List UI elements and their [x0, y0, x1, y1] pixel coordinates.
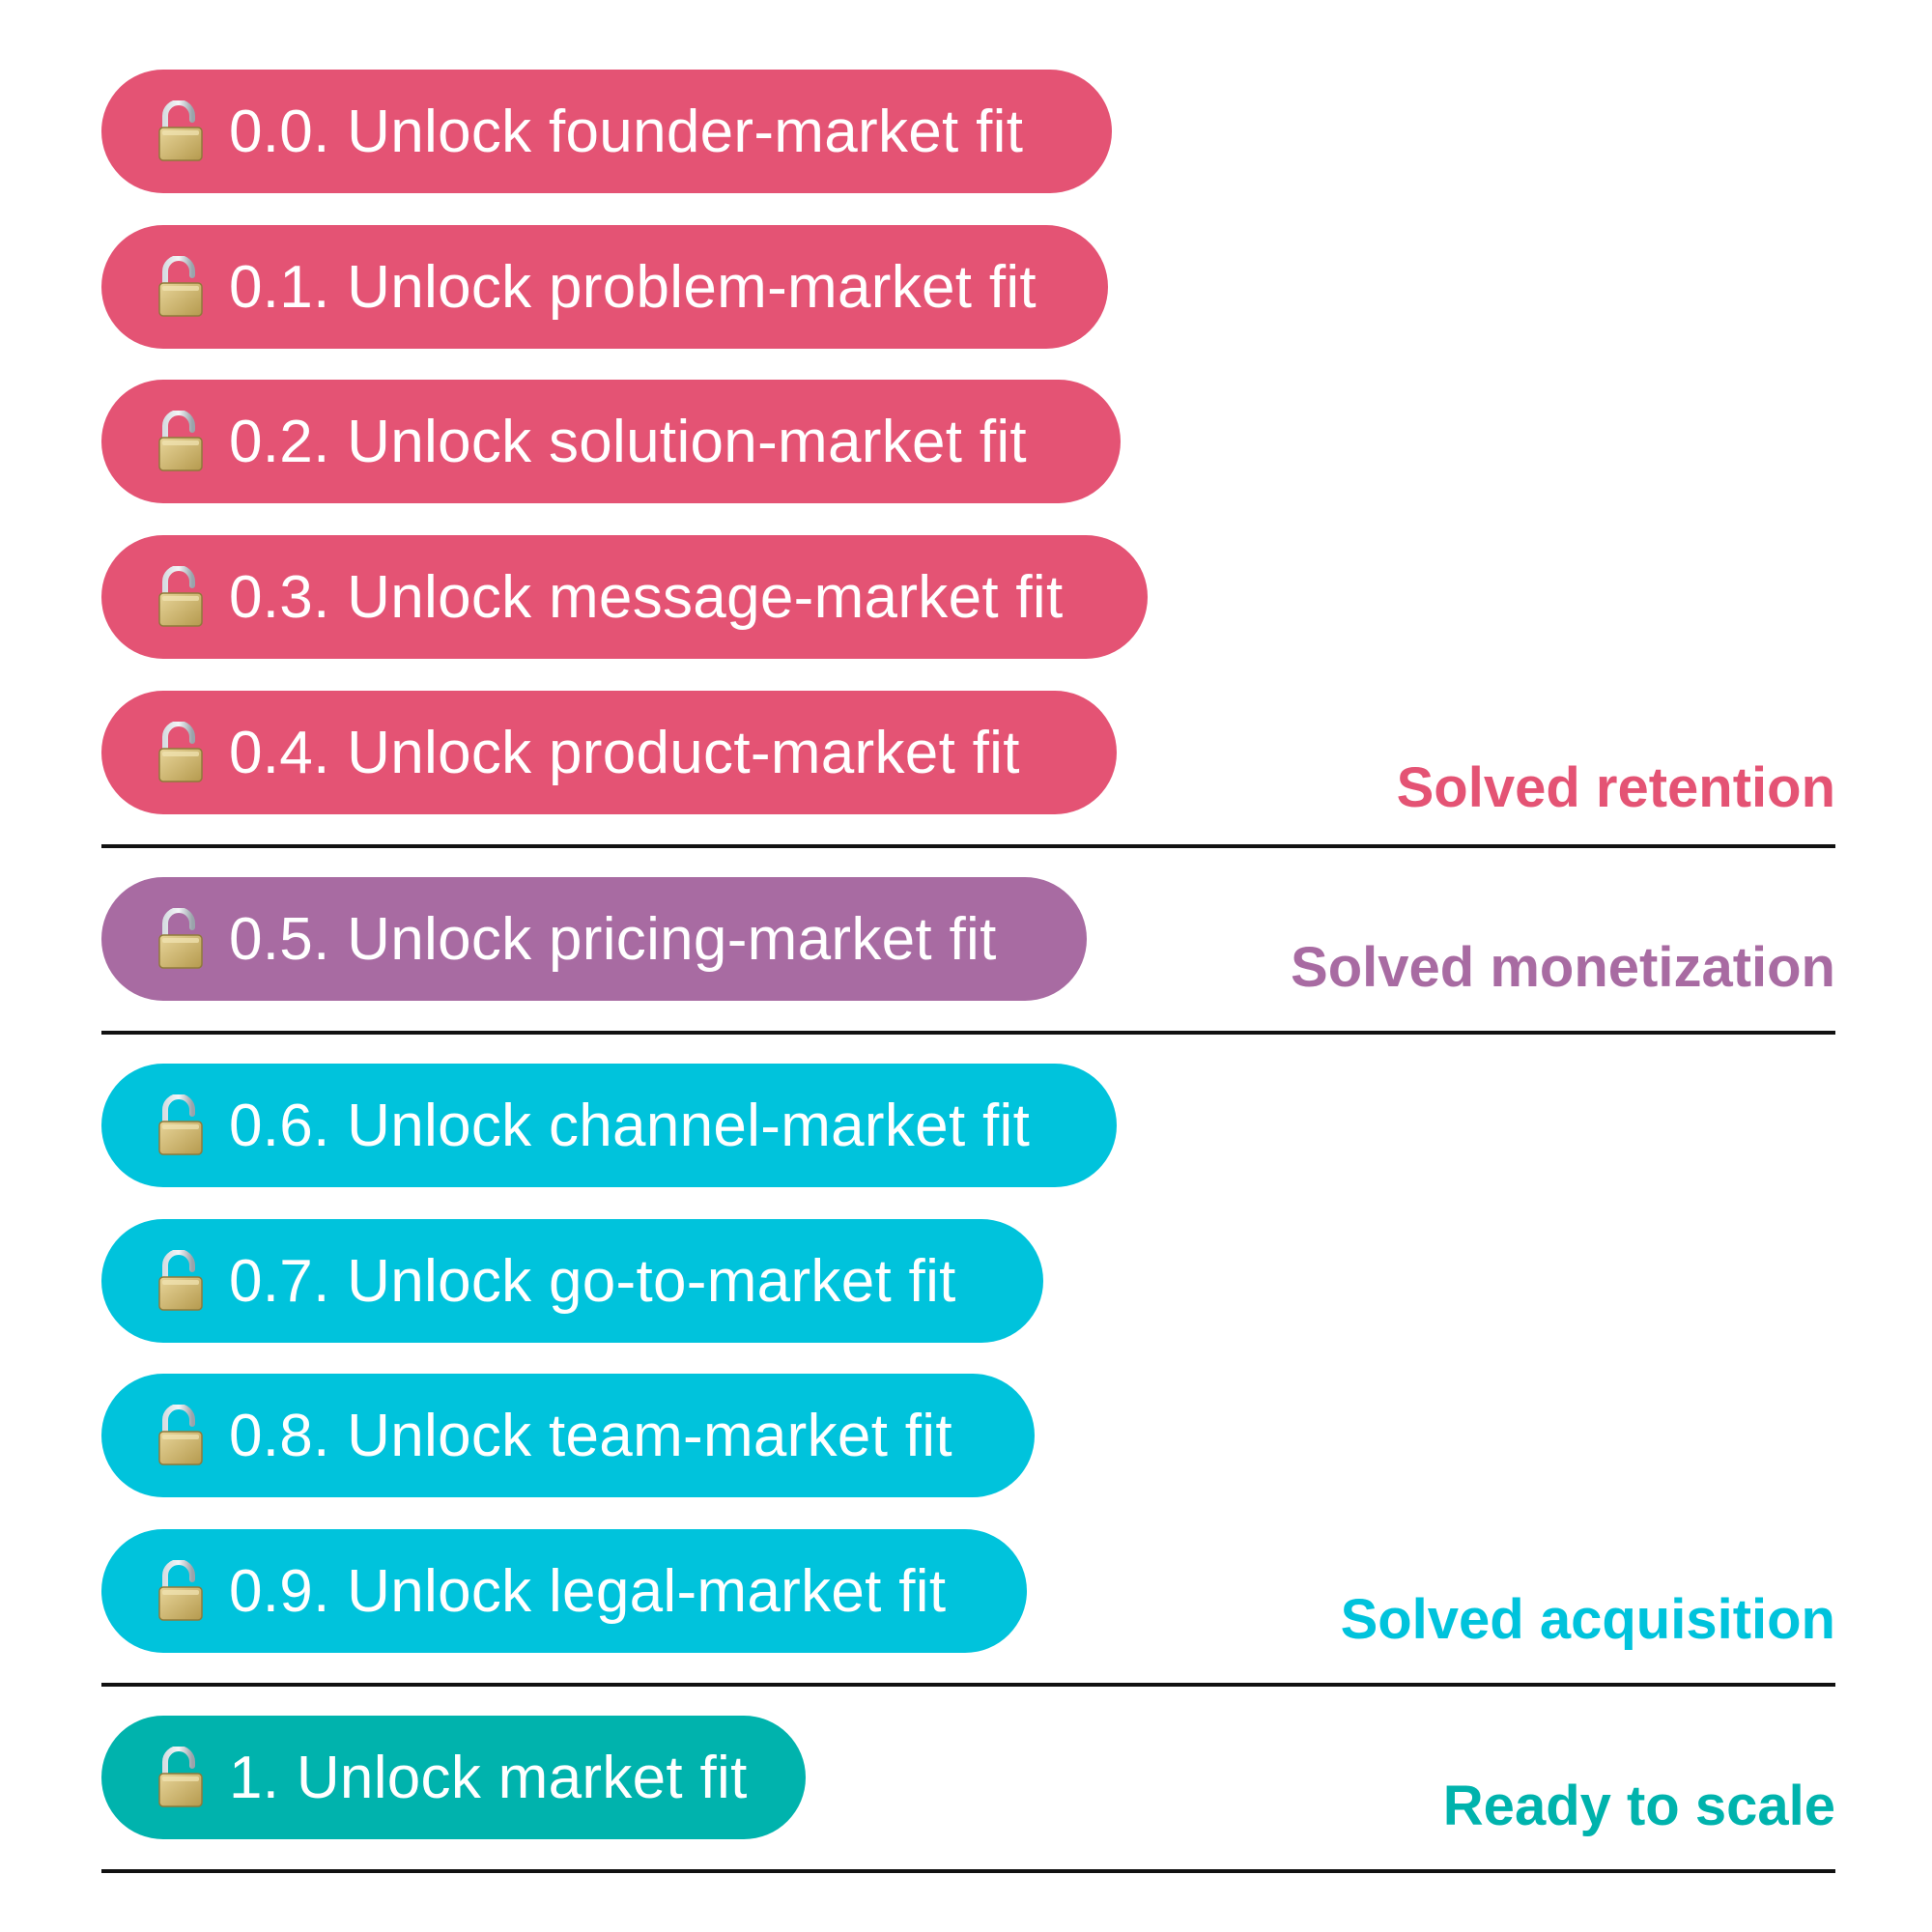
open-padlock-icon — [157, 722, 204, 783]
open-padlock-icon — [157, 100, 204, 162]
step-pill-market-fit: 1. Unlock market fit — [101, 1716, 806, 1839]
step-pill-solution-market-fit: 0.2. Unlock solution-market fit — [101, 380, 1121, 503]
stage-divider-acquisition — [101, 1683, 1835, 1687]
step-pill-founder-market-fit: 0.0. Unlock founder-market fit — [101, 70, 1112, 193]
open-padlock-icon — [157, 256, 204, 318]
step-pill-problem-market-fit: 0.1. Unlock problem-market fit — [101, 225, 1108, 349]
step-label: 0.0. Unlock founder-market fit — [229, 98, 1024, 165]
stage-divider-monetization — [101, 1031, 1835, 1035]
step-pill-pricing-market-fit: 0.5. Unlock pricing-market fit — [101, 877, 1087, 1001]
open-padlock-icon — [157, 1560, 204, 1622]
open-padlock-icon — [157, 1747, 204, 1808]
open-padlock-icon — [157, 411, 204, 472]
step-pill-channel-market-fit: 0.6. Unlock channel-market fit — [101, 1064, 1117, 1187]
step-label: 0.6. Unlock channel-market fit — [229, 1092, 1031, 1159]
step-pill-legal-market-fit: 0.9. Unlock legal-market fit — [101, 1529, 1027, 1653]
stage-divider-ready — [101, 1869, 1835, 1873]
step-label: 0.4. Unlock product-market fit — [229, 719, 1020, 786]
step-pill-go-to-market-fit: 0.7. Unlock go-to-market fit — [101, 1219, 1043, 1343]
stage-divider-retention — [101, 844, 1835, 848]
step-label: 0.9. Unlock legal-market fit — [229, 1557, 947, 1625]
step-pill-message-market-fit: 0.3. Unlock message-market fit — [101, 535, 1148, 659]
stage-label-retention: Solved retention — [1396, 756, 1835, 819]
open-padlock-icon — [157, 908, 204, 970]
step-label: 0.2. Unlock solution-market fit — [229, 408, 1027, 475]
stage-label-acquisition: Solved acquisition — [1340, 1588, 1835, 1651]
step-label: 0.3. Unlock message-market fit — [229, 563, 1064, 631]
stage-label-monetization: Solved monetization — [1291, 936, 1835, 999]
step-label: 0.5. Unlock pricing-market fit — [229, 905, 997, 973]
step-label: 0.7. Unlock go-to-market fit — [229, 1247, 956, 1315]
open-padlock-icon — [157, 1250, 204, 1312]
step-label: 1. Unlock market fit — [229, 1744, 748, 1811]
open-padlock-icon — [157, 1405, 204, 1466]
open-padlock-icon — [157, 1094, 204, 1156]
step-label: 0.1. Unlock problem-market fit — [229, 253, 1037, 321]
step-pill-team-market-fit: 0.8. Unlock team-market fit — [101, 1374, 1035, 1497]
open-padlock-icon — [157, 566, 204, 628]
step-label: 0.8. Unlock team-market fit — [229, 1402, 952, 1469]
step-pill-product-market-fit: 0.4. Unlock product-market fit — [101, 691, 1117, 814]
stage-label-ready: Ready to scale — [1442, 1775, 1835, 1837]
